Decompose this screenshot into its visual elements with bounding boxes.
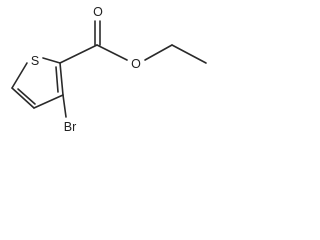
bond-c3-c2 xyxy=(59,62,64,96)
carbonyl-oxygen-label: O xyxy=(93,5,103,19)
bond-c3-br xyxy=(62,94,67,118)
bond-s-c5 xyxy=(11,62,28,89)
bond-ester-o-ch2 xyxy=(144,44,173,61)
bond-ch2-ch3 xyxy=(171,44,207,64)
chemical-structure: S O O Br xyxy=(11,5,207,134)
bond-c5-c4-inner xyxy=(17,88,36,105)
bond-c4-c3 xyxy=(33,94,64,109)
thiophene-ring xyxy=(11,57,64,109)
bond-c5-c4 xyxy=(11,87,35,109)
ester-group xyxy=(59,20,207,64)
ester-oxygen-label: O xyxy=(131,57,141,71)
bromine-label: Br xyxy=(64,120,77,134)
sulfur-label: S xyxy=(31,54,39,68)
bond-c2-carbonyl xyxy=(59,44,98,64)
bond-carbonyl-ester-o xyxy=(96,44,128,61)
bond-c2-s xyxy=(42,57,61,64)
bond-c3-c2-inner xyxy=(55,66,59,93)
